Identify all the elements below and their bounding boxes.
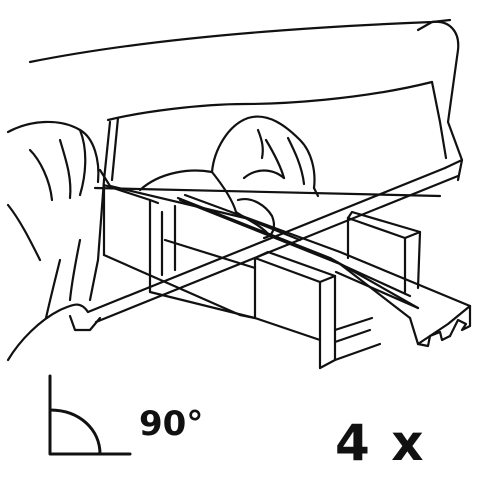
rail-profile bbox=[176, 193, 472, 348]
saw-blade bbox=[86, 166, 450, 324]
saw-frame bbox=[28, 18, 464, 302]
quantity-label: 4 x bbox=[335, 414, 426, 472]
right-hand bbox=[138, 115, 320, 240]
right-angle-icon bbox=[48, 374, 132, 456]
angle-label: 90° bbox=[139, 404, 204, 444]
miter-box bbox=[102, 183, 422, 370]
left-hand bbox=[6, 120, 102, 362]
